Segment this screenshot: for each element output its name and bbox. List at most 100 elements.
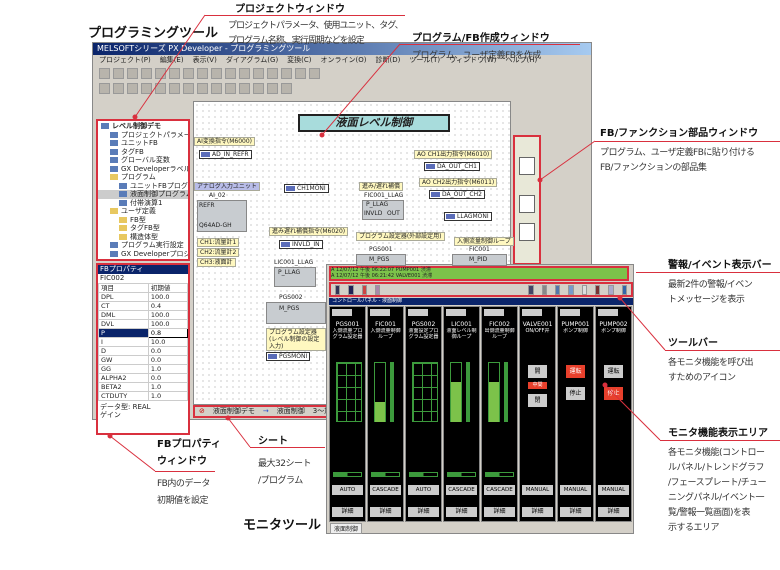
toolbar-button-icon[interactable] [141,68,152,79]
operation-button[interactable]: 運転 [566,365,585,378]
mode-button[interactable]: MANUAL [598,485,629,495]
toolbar-button-icon[interactable] [211,83,222,94]
print-icon[interactable] [541,285,547,295]
tree-item[interactable]: ユーザ定義 [98,207,188,216]
tree-item[interactable]: ユニットFB [98,139,188,148]
mode-button[interactable]: AUTO [332,485,363,495]
menu-item[interactable]: 表示(V) [192,56,217,64]
operation-button[interactable]: 停止 [604,387,623,400]
toolbar-button-icon[interactable] [183,68,194,79]
screen-icon[interactable] [568,285,574,295]
menu-item[interactable]: オンライン(O) [320,56,367,64]
function-block[interactable] [197,200,247,232]
toolbar-button-icon[interactable] [281,68,292,79]
operation-button[interactable]: 停止 [566,387,585,400]
toolbar-button-icon[interactable] [253,83,264,94]
detail-button[interactable]: 詳細 [370,507,401,517]
toolbar-button-icon[interactable] [197,68,208,79]
toolbar-button-icon[interactable] [281,83,292,94]
tree-item[interactable]: プログラム実行設定 [98,241,188,250]
toolbar-button-icon[interactable] [225,83,236,94]
variable-tag[interactable]: DA_OUT_CH2 [429,190,485,199]
tree-item[interactable]: プロジェクトパラメータ [98,131,188,140]
detail-button[interactable]: 詳細 [408,507,439,517]
tree-item[interactable]: プログラム [98,173,188,182]
monitor-tab[interactable]: 液面制御 [330,523,363,534]
toolbar-button-icon[interactable] [169,68,180,79]
mv-slider[interactable] [409,472,438,477]
toolbar-button-icon[interactable] [197,83,208,94]
detail-button[interactable]: 詳細 [598,507,629,517]
tree-item[interactable]: 液面制御プログラム [98,190,188,199]
tree-item[interactable]: 構造体型 [98,233,188,242]
tree-item[interactable]: GX Developerラベル [98,165,188,174]
property-value[interactable]: 0.4 [147,301,188,311]
menu-item[interactable]: ヘルプ(H) [505,56,538,64]
trend-icon[interactable] [348,285,354,295]
mode-button[interactable]: MANUAL [560,485,591,495]
tree-item[interactable]: レベル制御デモ [98,122,188,131]
toolbar-button-icon[interactable] [99,83,110,94]
property-value[interactable]: 10.0 [147,337,188,347]
tree-item[interactable]: グローバル変数 [98,156,188,165]
window-icon[interactable] [608,285,614,295]
mode-button[interactable]: MANUAL [522,485,553,495]
property-value[interactable]: 100.0 [147,292,188,302]
toolbar-button-icon[interactable] [239,83,250,94]
search-icon[interactable] [581,285,587,295]
toolbar-button-icon[interactable] [183,83,194,94]
property-value[interactable]: 0.0 [147,373,188,383]
mode-button[interactable]: CASCADE [370,485,401,495]
menu-item[interactable]: 変換(C) [287,56,312,64]
mv-slider[interactable] [485,472,514,477]
tree-item[interactable]: GX Developerプロジェ [98,250,188,259]
menu-item[interactable]: ツール(T) [409,56,441,64]
toolbar-button-icon[interactable] [267,83,278,94]
property-value[interactable]: 1.0 [147,382,188,392]
mode-button[interactable]: CASCADE [446,485,477,495]
menu-item[interactable]: 診断(D) [375,56,401,64]
property-value[interactable]: 0.8 [147,328,188,338]
toolbar-button-icon[interactable] [141,83,152,94]
toolbar-button-icon[interactable] [99,68,110,79]
alarm-bar[interactable]: A 12/07/12 午後 06:22:07 PUMP001 渋滞 A 12/0… [329,266,629,281]
toolbar-button-icon[interactable] [225,68,236,79]
variable-tag[interactable]: CH1MONI [284,184,329,193]
operation-button[interactable]: 開 [528,365,547,378]
project-tree[interactable]: レベル制御デモプロジェクトパラメータユニットFBタグFBグローバル変数GX De… [96,119,190,261]
toolbar-button-icon[interactable] [127,68,138,79]
panel-icon[interactable] [554,285,561,295]
menu-item[interactable]: プロジェクト(P) [99,56,151,64]
variable-tag[interactable]: DA_OUT_CH1 [424,162,480,171]
tuning-icon[interactable] [594,285,601,295]
function-block[interactable] [452,254,507,266]
function-block[interactable] [274,267,316,287]
detail-button[interactable]: 詳細 [332,507,363,517]
variable-tag[interactable]: AD_IN_REFR [199,150,252,159]
variable-tag[interactable]: LLAGMONI [444,212,492,221]
toolbar-button-icon[interactable] [169,83,180,94]
toolbar-button-icon[interactable] [113,68,124,79]
detail-button[interactable]: 詳細 [484,507,515,517]
toolbar-button-icon[interactable] [309,68,320,79]
toolbar-button-icon[interactable] [155,83,166,94]
toolbar-button-icon[interactable] [155,68,166,79]
tree-item[interactable]: FB型 [98,216,188,225]
exit-icon[interactable] [621,285,627,295]
tree-item[interactable]: タグFB [98,148,188,157]
menu-item[interactable]: 編集(E) [159,56,184,64]
mode-button[interactable]: CASCADE [484,485,515,495]
alarm-icon[interactable] [361,285,367,295]
menu-item[interactable]: ウィンドウ(W) [449,56,497,64]
function-block[interactable] [356,254,406,266]
toolbar-button-icon[interactable] [211,68,222,79]
